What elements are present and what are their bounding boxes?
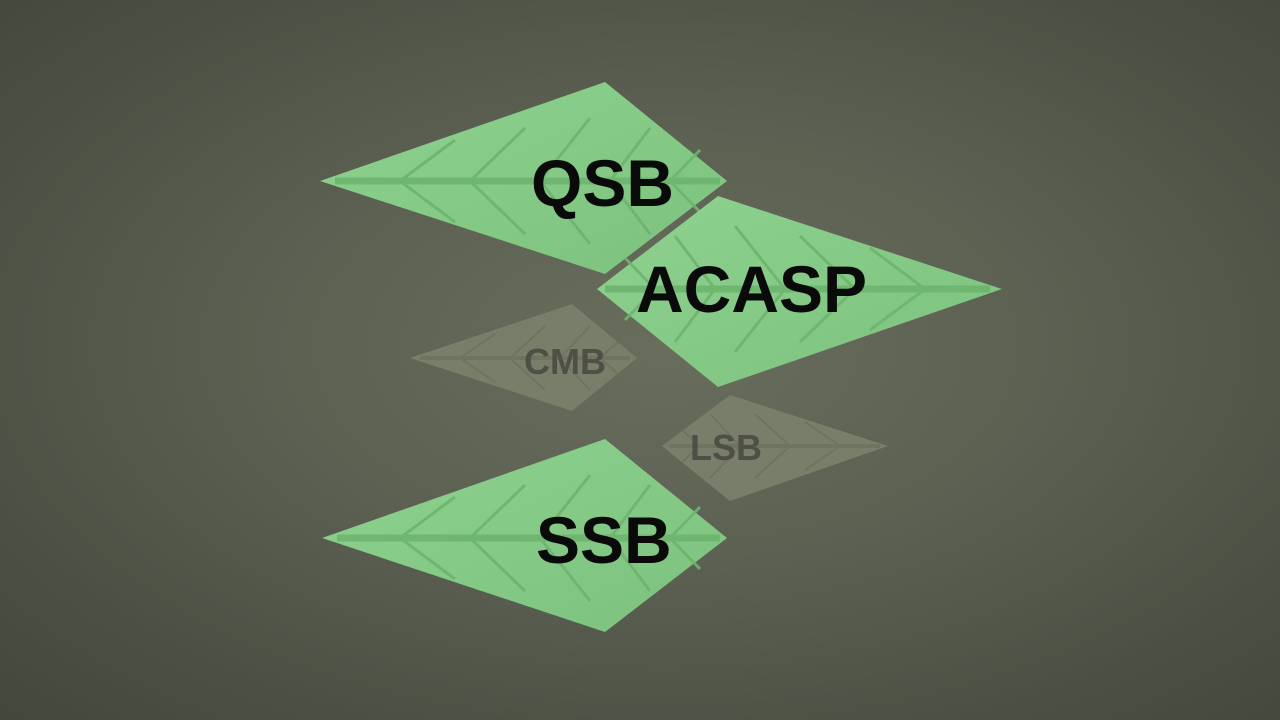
leaf-qsb-icon	[320, 82, 727, 274]
leaf-ssb-icon	[322, 439, 727, 632]
leaf-cmb-icon	[410, 304, 637, 411]
leaf-lsb-icon	[662, 395, 888, 501]
leaf-acasp-icon	[597, 196, 1002, 387]
leaf-label-lsb: LSB	[690, 427, 762, 468]
leaf-label-acasp: ACASP	[636, 252, 868, 326]
leaf-label-qsb: QSB	[531, 146, 675, 220]
leaf-label-ssb: SSB	[536, 503, 672, 577]
leaf-label-cmb: CMB	[524, 341, 606, 382]
